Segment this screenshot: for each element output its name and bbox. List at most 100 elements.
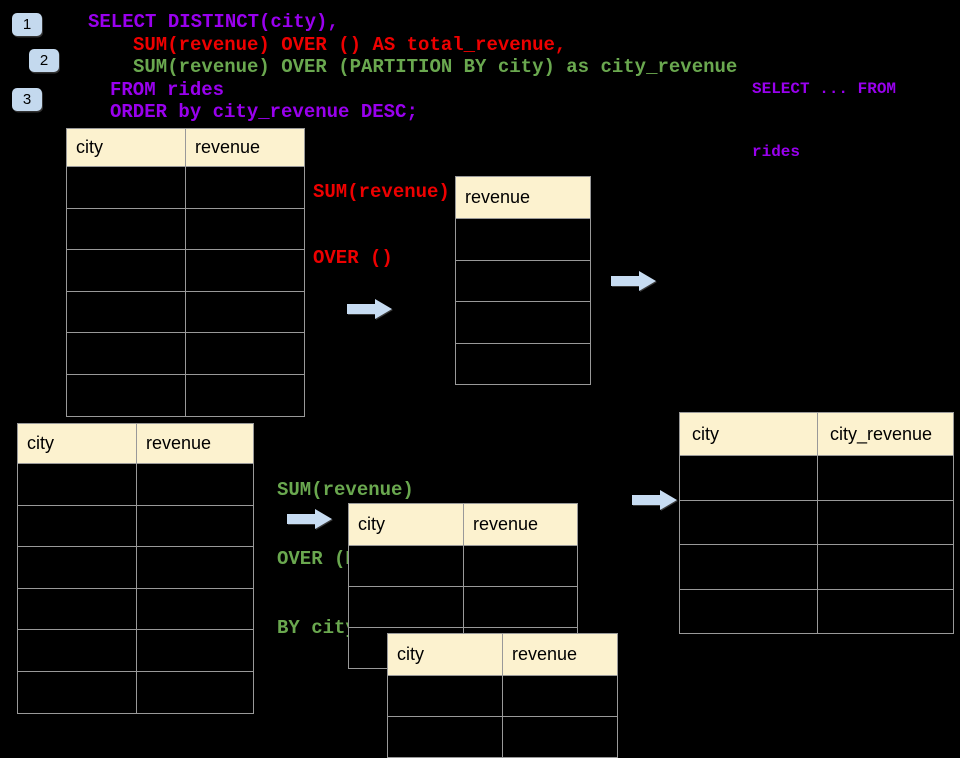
table-row — [679, 588, 954, 634]
table-source-bottom: city revenue — [17, 423, 254, 714]
annotation-line: SUM(revenue) — [313, 181, 450, 203]
table-row — [679, 455, 954, 501]
sql-line-partition: SUM(revenue) OVER (PARTITION BY city) as… — [133, 56, 738, 78]
header-row: revenue — [455, 176, 591, 219]
table-row — [17, 546, 254, 589]
table-cell — [817, 499, 954, 545]
table-row — [679, 499, 954, 545]
arrow-right-icon — [347, 299, 392, 319]
annotation-total-window: SUM(revenue) OVER () — [313, 137, 450, 291]
table-row — [387, 716, 618, 758]
table-cell — [455, 301, 591, 344]
table-cell — [679, 455, 818, 501]
sql-line-from: FROM rides — [110, 79, 225, 101]
table-cell — [136, 504, 254, 548]
table-cell — [136, 546, 254, 589]
table-cell — [455, 218, 591, 261]
table-source-top: city revenue — [66, 128, 305, 417]
table-row — [66, 290, 305, 334]
table-row — [455, 301, 591, 344]
table-cell — [185, 332, 305, 375]
table-cell — [502, 716, 618, 758]
arrow-right-icon — [632, 490, 677, 510]
table-cell — [136, 670, 254, 714]
sql-line-order: ORDER by city_revenue DESC; — [110, 101, 418, 123]
table-row — [17, 587, 254, 631]
sql-line-select: SELECT DISTINCT(city), — [88, 11, 339, 33]
header-row: city revenue — [348, 503, 578, 546]
table-cell — [136, 463, 254, 506]
sql-line-total: SUM(revenue) OVER () AS total_revenue, — [133, 34, 567, 56]
table-cell — [17, 670, 137, 714]
table-cell — [463, 545, 578, 587]
table-cell — [185, 207, 305, 251]
table-row — [348, 586, 578, 628]
table-row — [455, 259, 591, 302]
table-cell — [455, 259, 591, 302]
table-cell — [817, 544, 954, 590]
table-cell — [679, 588, 818, 634]
table-cell — [17, 546, 137, 589]
column-header: revenue — [455, 176, 591, 219]
table-partition-step-overlay: city revenue — [387, 633, 618, 758]
table-cell — [502, 675, 618, 717]
table-cell — [66, 249, 186, 292]
table-cell — [817, 588, 954, 634]
step-badge-2: 2 — [29, 49, 59, 72]
table-cell — [66, 166, 186, 209]
table-cell — [66, 332, 186, 375]
table-cell — [136, 629, 254, 672]
table-row — [66, 249, 305, 292]
arrow-right-icon — [287, 509, 332, 529]
table-row — [17, 463, 254, 506]
table-cell — [387, 675, 503, 717]
table-row — [455, 342, 591, 385]
table-row — [455, 218, 591, 261]
table-row — [17, 670, 254, 714]
table-cell — [136, 587, 254, 631]
step-badge-3: 3 — [12, 88, 42, 111]
table-cell — [66, 373, 186, 417]
header-row: city revenue — [66, 128, 305, 167]
table-cell — [387, 716, 503, 758]
table-row — [387, 675, 618, 717]
header-row: city revenue — [387, 633, 618, 676]
column-header: revenue — [463, 503, 578, 546]
table-row — [66, 373, 305, 417]
table-total-result: revenue — [455, 176, 591, 385]
side-snippet: SELECT ... FROM rides — [752, 37, 896, 184]
step-badge-1: 1 — [12, 13, 42, 36]
arrow-right-icon — [611, 271, 656, 291]
table-row — [348, 545, 578, 587]
table-cell — [679, 499, 818, 545]
column-header: revenue — [502, 633, 618, 676]
table-cell — [817, 455, 954, 501]
table-cell — [185, 290, 305, 334]
column-header: revenue — [136, 423, 254, 464]
table-cell — [185, 373, 305, 417]
table-row — [17, 504, 254, 548]
annotation-line: SUM(revenue) — [277, 479, 414, 501]
table-cell — [66, 290, 186, 334]
annotation-line: OVER () — [313, 247, 393, 269]
header-row: city city_revenue — [679, 412, 954, 456]
table-row — [679, 544, 954, 590]
side-snippet-line1: SELECT ... FROM — [752, 80, 897, 98]
table-cell — [348, 545, 464, 587]
table-cell — [463, 586, 578, 628]
column-header: revenue — [185, 128, 305, 167]
table-cell — [17, 504, 137, 548]
table-cell — [185, 166, 305, 209]
header-row: city revenue — [17, 423, 254, 464]
table-row — [17, 629, 254, 672]
table-cell — [17, 629, 137, 672]
table-row — [66, 332, 305, 375]
column-header: city — [17, 423, 137, 464]
side-snippet-line2: rides — [752, 143, 801, 161]
table-city-revenue-result: city city_revenue — [679, 412, 954, 634]
table-cell — [348, 586, 464, 628]
column-header: city — [679, 412, 818, 456]
table-row — [66, 207, 305, 251]
table-row — [66, 166, 305, 209]
table-cell — [17, 463, 137, 506]
